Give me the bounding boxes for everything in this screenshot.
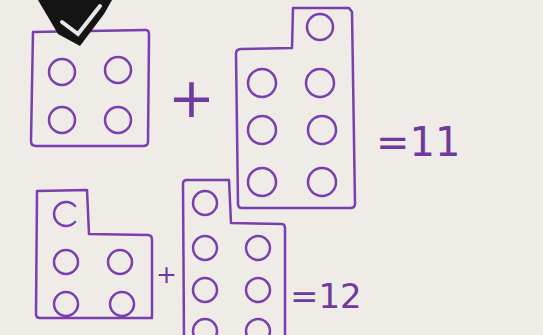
plus-sign: + — [156, 262, 177, 287]
block-dot — [54, 250, 78, 274]
block-dot — [49, 107, 75, 133]
block-dot — [54, 202, 75, 226]
block-seven — [183, 180, 285, 335]
block-seven — [236, 8, 355, 208]
block-dot — [105, 107, 131, 133]
block-dot — [307, 14, 333, 40]
block-dot — [54, 292, 78, 316]
block-dot — [246, 319, 270, 335]
block-dot — [246, 278, 270, 302]
block-dot — [306, 69, 334, 97]
dark-object-mark — [62, 6, 100, 34]
block-dot — [308, 168, 336, 196]
block-dot — [110, 292, 134, 316]
sum-result: =12 — [290, 279, 362, 313]
block-dot — [193, 236, 217, 260]
block-dot — [248, 116, 276, 144]
block-dot — [246, 236, 270, 260]
block-dot — [193, 191, 217, 215]
block-four — [31, 30, 149, 146]
dark-object — [38, 0, 112, 46]
block-dot — [49, 59, 75, 85]
block-dot — [108, 250, 132, 274]
block-dot — [193, 278, 217, 302]
sum-result: =11 — [376, 122, 460, 162]
block-five — [36, 190, 152, 318]
block-dot — [248, 69, 276, 97]
plus-sign: + — [168, 70, 215, 126]
block-dot — [248, 168, 276, 196]
block-dot — [193, 319, 217, 335]
block-dot — [105, 57, 131, 83]
block-dot — [308, 116, 336, 144]
